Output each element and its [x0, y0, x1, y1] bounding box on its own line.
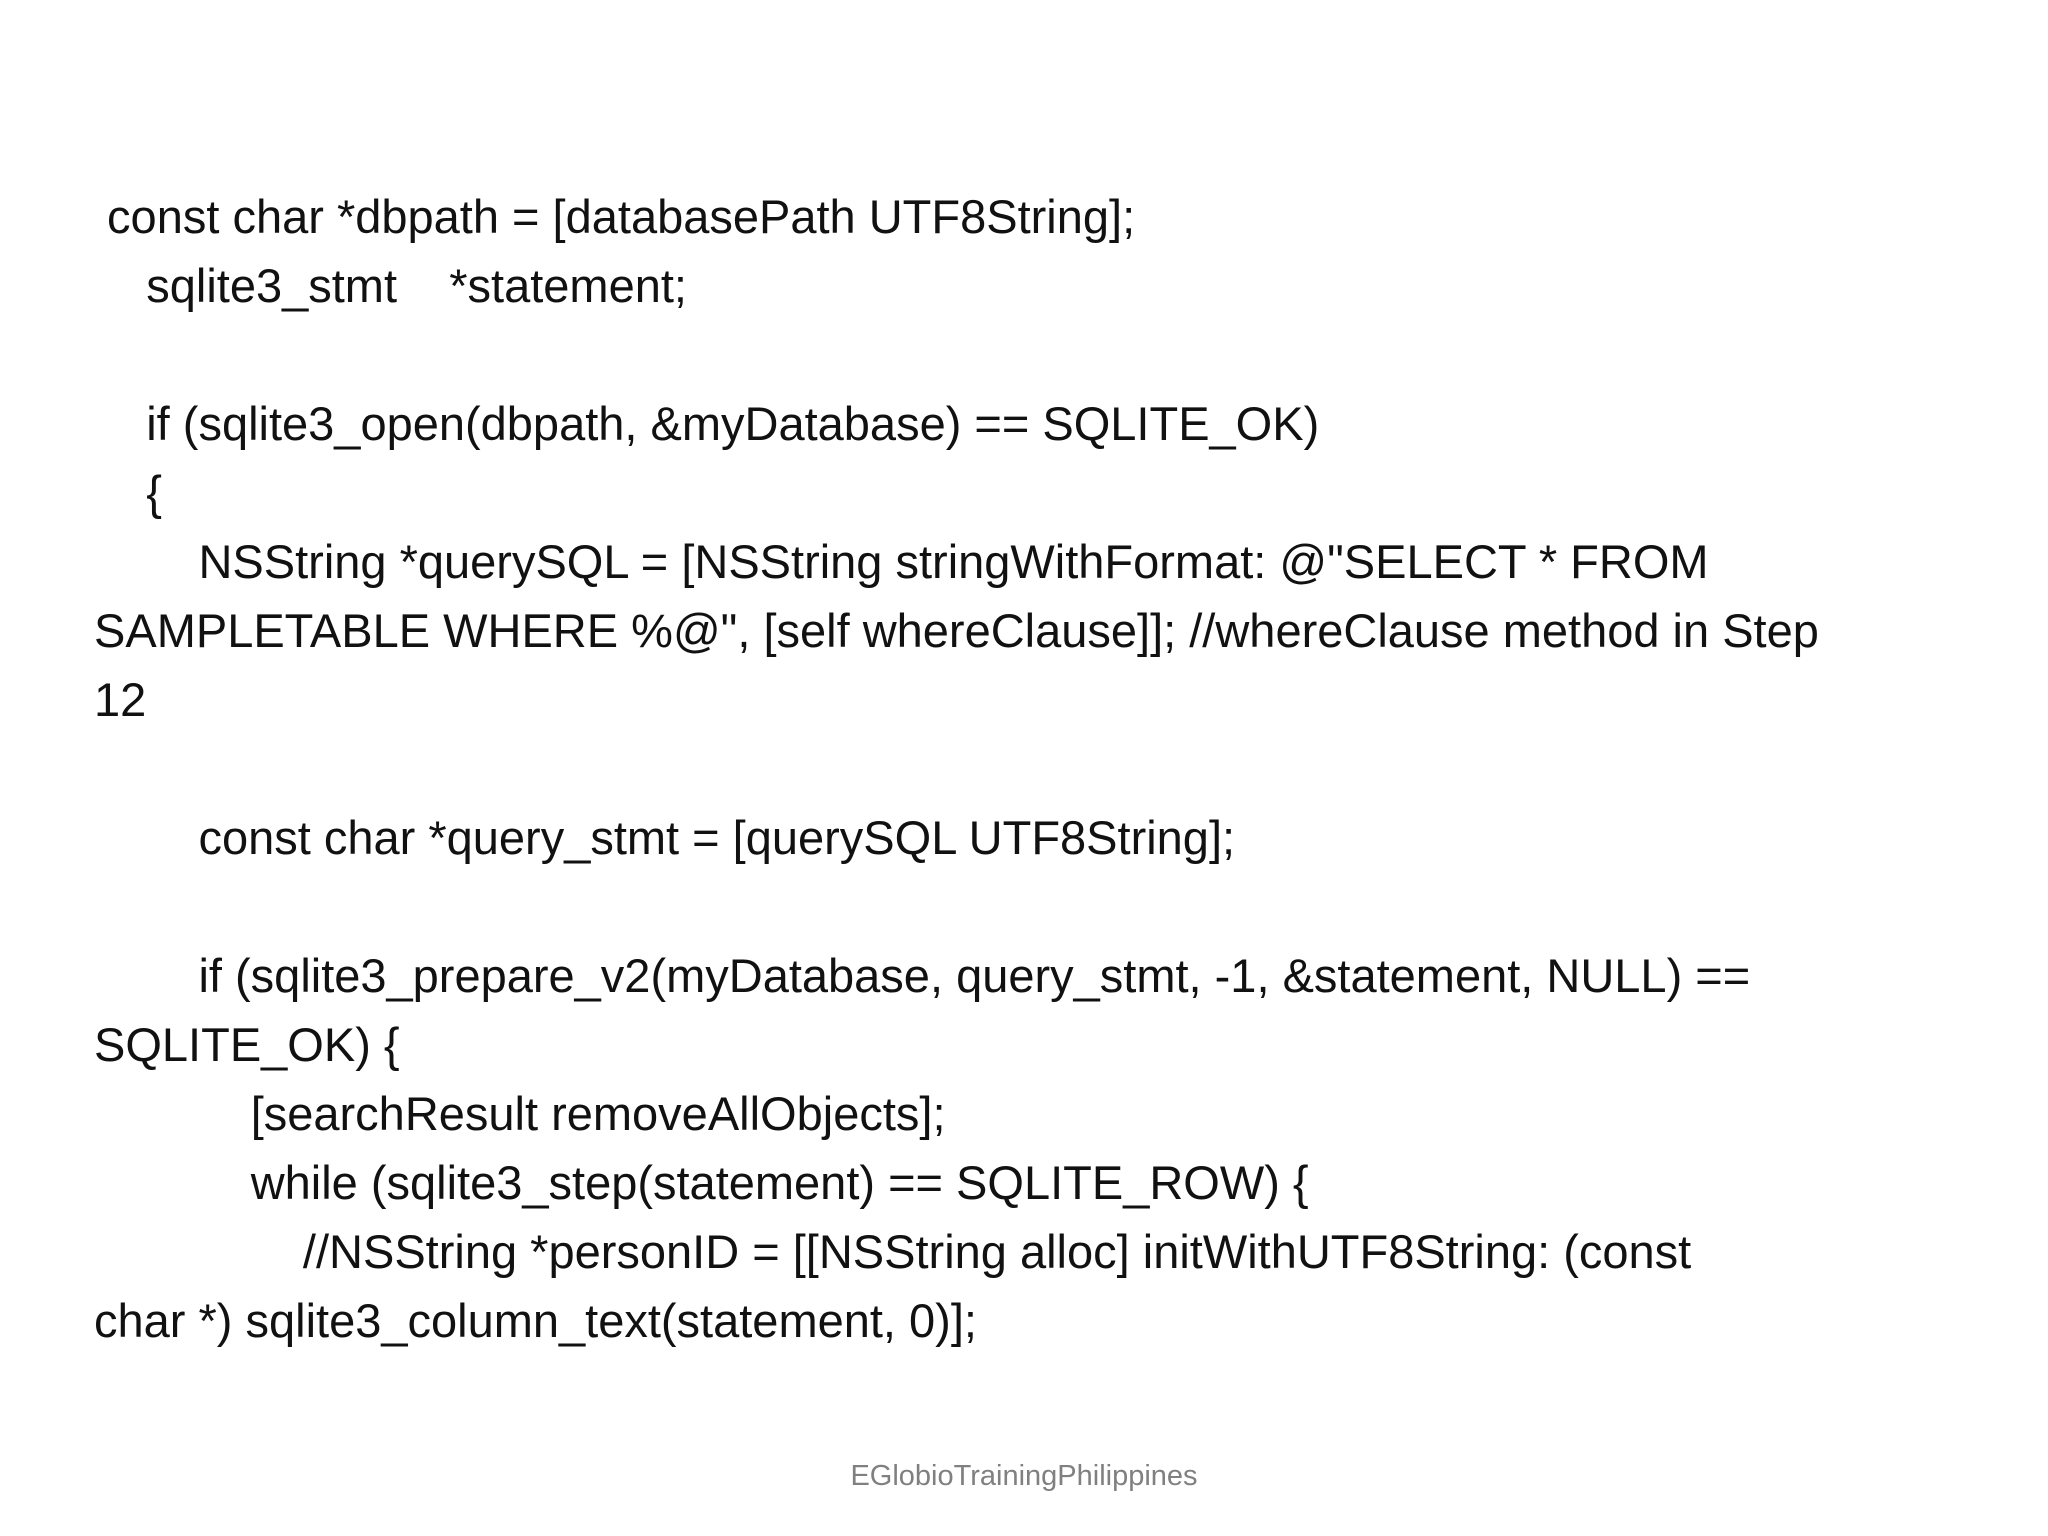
code-line: NSString *querySQL = [NSString stringWit…	[94, 535, 1709, 588]
code-body: const char *dbpath = [databasePath UTF8S…	[94, 182, 1994, 1355]
code-line: if (sqlite3_prepare_v2(myDatabase, query…	[94, 949, 1751, 1002]
code-line: sqlite3_stmt *statement;	[94, 259, 687, 312]
code-line: if (sqlite3_open(dbpath, &myDatabase) ==…	[94, 397, 1320, 450]
code-line: while (sqlite3_step(statement) == SQLITE…	[94, 1156, 1309, 1209]
code-line: SAMPLETABLE WHERE %@", [self whereClause…	[94, 604, 1819, 657]
slide-footer: EGlobioTrainingPhilippines	[850, 1460, 1198, 1492]
code-line: {	[94, 466, 162, 519]
code-line: char *) sqlite3_column_text(statement, 0…	[94, 1294, 977, 1347]
code-line	[94, 872, 1994, 941]
code-line	[94, 734, 1994, 803]
code-line: SQLITE_OK) {	[94, 1018, 400, 1071]
code-line: const char *dbpath = [databasePath UTF8S…	[94, 190, 1136, 243]
code-line	[94, 320, 1994, 389]
code-line: //NSString *personID = [[NSString alloc]…	[94, 1225, 1692, 1278]
code-line: [searchResult removeAllObjects];	[94, 1087, 946, 1140]
code-line: const char *query_stmt = [querySQL UTF8S…	[94, 811, 1236, 864]
code-line: 12	[94, 673, 147, 726]
